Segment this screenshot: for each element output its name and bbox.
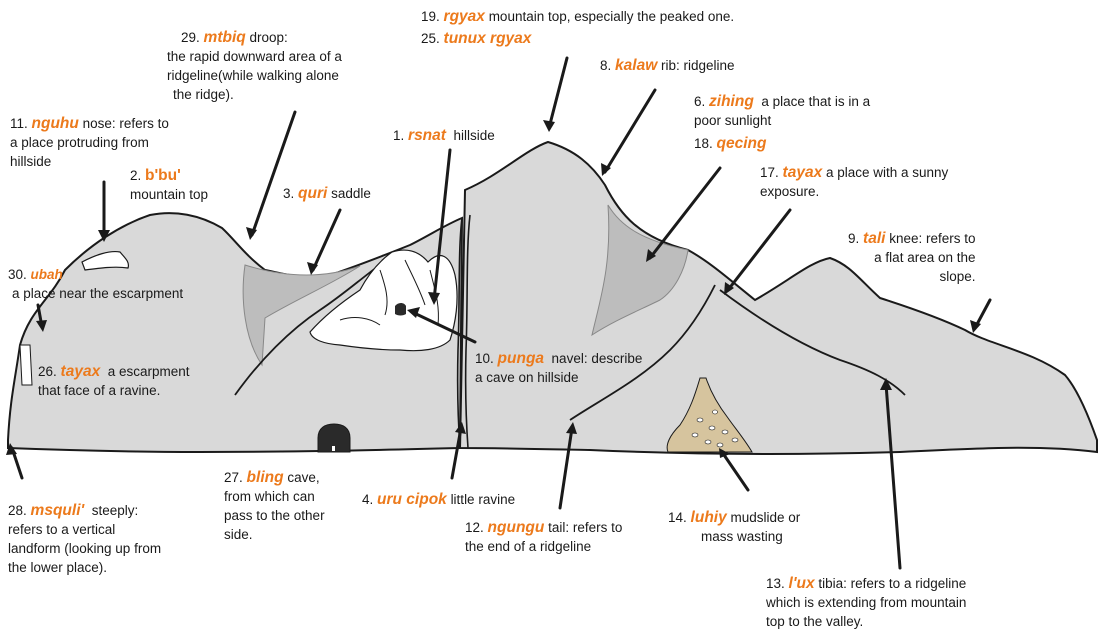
label-mtbiq: 29. mtbiq droop: the rapid downward area… — [181, 28, 342, 104]
arrow-mtbiq — [252, 112, 295, 235]
label-luhiy: 14. luhiy mudslide or mass wasting — [668, 508, 800, 546]
term-rgyax: rgyax — [444, 8, 485, 25]
term-bling: bling — [247, 469, 284, 486]
punga-cave — [395, 303, 406, 316]
term-tunux-rgyax: tunux rgyax — [444, 30, 532, 47]
label-bbu: 2. b'bu' mountain top — [130, 166, 208, 204]
label-tayax-26: 26. tayax a escarpment that face of a ra… — [38, 362, 190, 400]
term-mtbiq: mtbiq — [204, 29, 246, 46]
arrow-tayax17 — [728, 210, 790, 290]
term-qecing: qecing — [717, 135, 767, 152]
arrow-luhiy — [722, 452, 748, 490]
label-nguhu: 11. nguhu nose: refers to a place protru… — [10, 114, 169, 171]
term-punga: punga — [498, 350, 545, 367]
arrow-quri — [313, 210, 340, 270]
label-kalaw: 8. kalaw rib: ridgeline — [600, 56, 735, 75]
term-msquli: msquli' — [31, 502, 85, 519]
label-tayax-17: 17. tayax a place with a sunny exposure. — [760, 163, 948, 201]
label-qecing: 18. qecing — [694, 134, 767, 153]
label-ubah: 30. ubah a place near the escarpment — [8, 265, 183, 303]
term-tayax-17: tayax — [783, 164, 823, 181]
label-quri: 3. quri saddle — [283, 184, 371, 203]
term-tali: tali — [863, 230, 885, 247]
label-lux: 13. l'ux tibia: refers to a ridgeline wh… — [766, 574, 966, 631]
term-rsnat: rsnat — [408, 127, 446, 144]
term-kalaw: kalaw — [615, 57, 657, 74]
label-tunux-rgyax: 25. tunux rgyax — [421, 29, 531, 48]
label-ngungu: 12. ngungu tail: refers to the end of a … — [465, 518, 622, 556]
term-luhiy: luhiy — [691, 509, 727, 526]
term-bbu: b'bu' — [145, 167, 181, 184]
term-lux: l'ux — [789, 575, 815, 592]
label-uru-cipok: 4. uru cipok little ravine — [362, 490, 515, 509]
term-zihing: zihing — [709, 93, 754, 110]
label-rsnat: 1. rsnat hillside — [393, 126, 495, 145]
arrow-rgyax — [549, 58, 567, 128]
label-punga: 10. punga navel: describe a cave on hill… — [475, 349, 642, 387]
term-ubah: ubah — [31, 267, 63, 282]
term-quri: quri — [298, 185, 327, 202]
label-rgyax: 19. rgyax mountain top, especially the p… — [421, 7, 734, 26]
term-nguhu: nguhu — [32, 115, 79, 132]
arrow-qecing — [650, 168, 720, 258]
label-zihing: 6. zihing a place that is in a poor sunl… — [694, 92, 870, 130]
term-uru-cipok: uru cipok — [377, 491, 447, 508]
bling-cave-light — [332, 446, 335, 451]
term-tayax-26: tayax — [61, 363, 101, 380]
label-msquli: 28. msquli' steeply: refers to a vertica… — [8, 501, 161, 577]
label-bling: 27. bling cave, from which can pass to t… — [224, 468, 325, 544]
term-ngungu: ngungu — [488, 519, 545, 536]
escarpment — [20, 345, 32, 385]
arrow-kalaw — [605, 90, 655, 172]
label-tali: 9. tali knee: refers to a flat area on t… — [848, 229, 976, 286]
